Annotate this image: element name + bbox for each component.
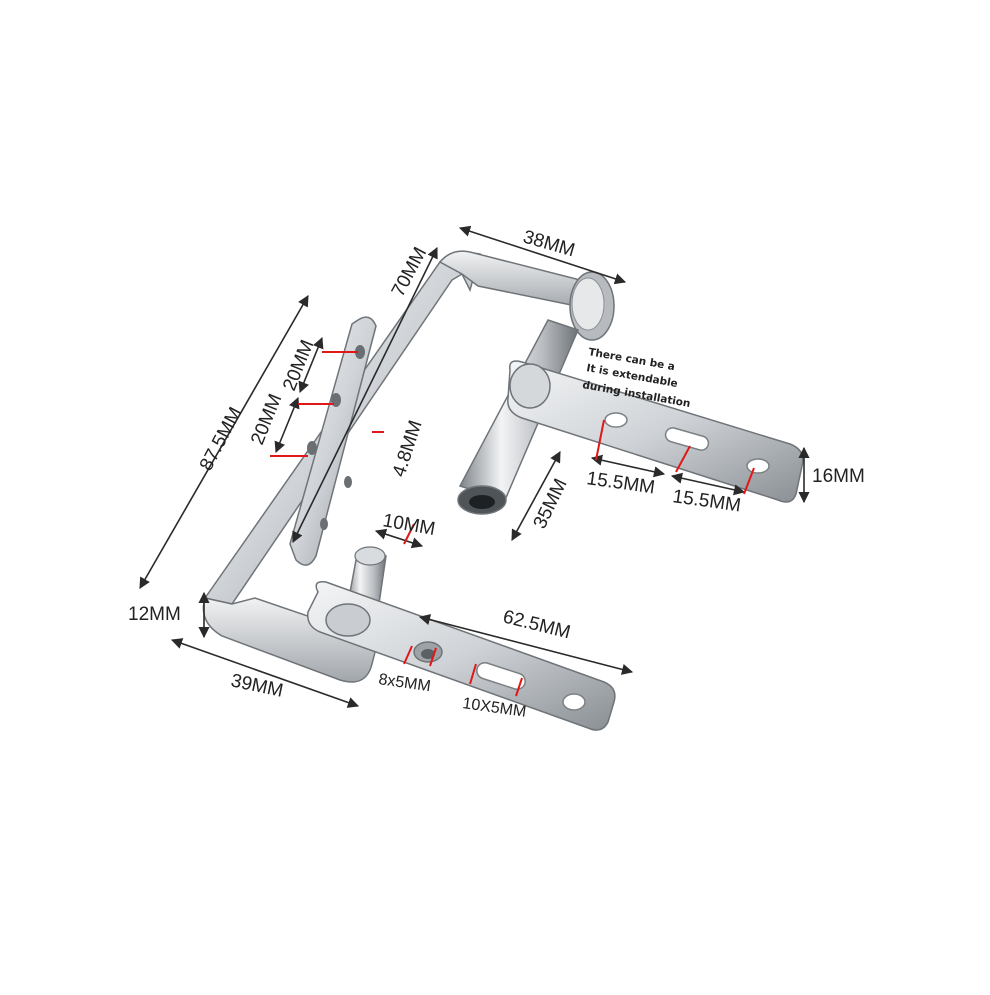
label-15-5mm-a: 15.5MM xyxy=(585,468,656,498)
label-35mm: 35MM xyxy=(530,476,572,533)
dimension-lines xyxy=(139,225,810,708)
label-38mm: 38MM xyxy=(521,227,578,262)
label-15-5mm-b: 15.5MM xyxy=(671,486,742,516)
label-16mm: 16MM xyxy=(812,466,865,487)
label-20mm-upper: 20MM xyxy=(279,337,318,394)
label-62-5mm: 62.5MM xyxy=(501,606,573,643)
label-4-8mm: 4.8MM xyxy=(389,418,427,480)
top-mounting-plate xyxy=(507,360,804,503)
label-12mm: 12MM xyxy=(128,604,181,625)
bottom-pivot-plate xyxy=(307,546,616,731)
label-8x5mm: 8x5MM xyxy=(377,671,431,695)
label-39mm: 39MM xyxy=(229,670,285,702)
label-87-5mm: 87.5MM xyxy=(196,404,247,474)
